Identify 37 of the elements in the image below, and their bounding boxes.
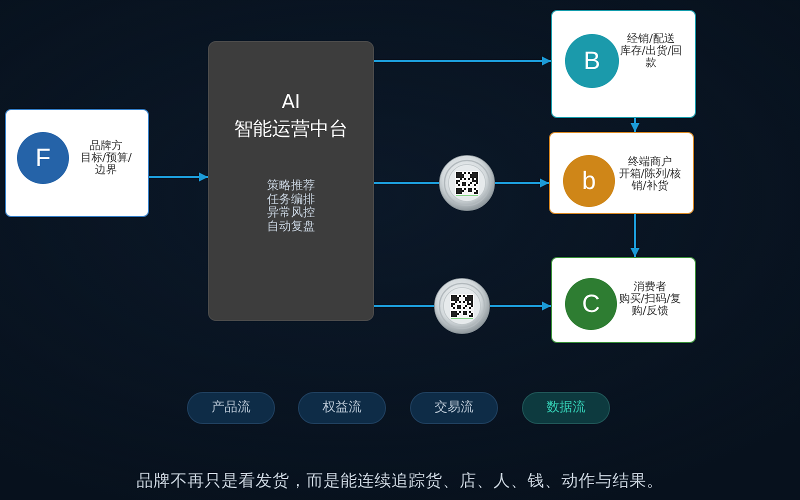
flow-tag: 权益流 <box>298 392 386 424</box>
card-text: 目标/预算/边界 <box>79 152 133 176</box>
panel-item: 策略推荐 <box>267 179 315 193</box>
flow-tag: 产品流 <box>187 392 275 424</box>
connector-line <box>374 305 434 307</box>
letter-circle: B <box>565 34 619 88</box>
flow-tag: 交易流 <box>410 392 498 424</box>
qr-code-cap <box>439 155 495 211</box>
panel-title: AI 智能运营中台 <box>234 90 348 142</box>
card-text: 购买/扫码/复购/反馈 <box>618 293 682 317</box>
role-card <box>549 132 694 214</box>
role-card <box>551 10 696 118</box>
flow-tag: 数据流 <box>522 392 610 424</box>
platform-panel <box>208 41 374 321</box>
arrow <box>149 172 208 182</box>
letter-circle: F <box>17 132 69 184</box>
arrow <box>495 178 549 188</box>
card-heading: 终端商户 <box>628 156 672 168</box>
caption: 品牌不再只是看发货，而是能连续追踪货、店、人、钱、动作与结果。 <box>136 470 664 492</box>
card-text: 库存/出货/回款 <box>618 45 684 69</box>
arrow <box>490 302 551 310</box>
connector-line <box>374 182 439 184</box>
panel-item: 异常风控 <box>267 206 315 220</box>
panel-item: 自动复盘 <box>267 220 315 234</box>
letter-circle: b <box>563 155 615 207</box>
letter-circle: C <box>565 278 617 330</box>
arrow <box>374 56 551 66</box>
arrow <box>630 118 640 132</box>
card-heading: 消费者 <box>634 281 666 293</box>
qr-code-cap <box>434 278 490 334</box>
role-card <box>5 109 149 217</box>
panel-item: 任务编排 <box>267 192 315 206</box>
role-card <box>551 257 696 343</box>
card-text: 开箱/陈列/核销/补货 <box>618 168 682 192</box>
arrow <box>630 214 640 257</box>
card-heading: 经销/配送 <box>627 33 675 45</box>
card-heading: 品牌方 <box>90 140 122 152</box>
